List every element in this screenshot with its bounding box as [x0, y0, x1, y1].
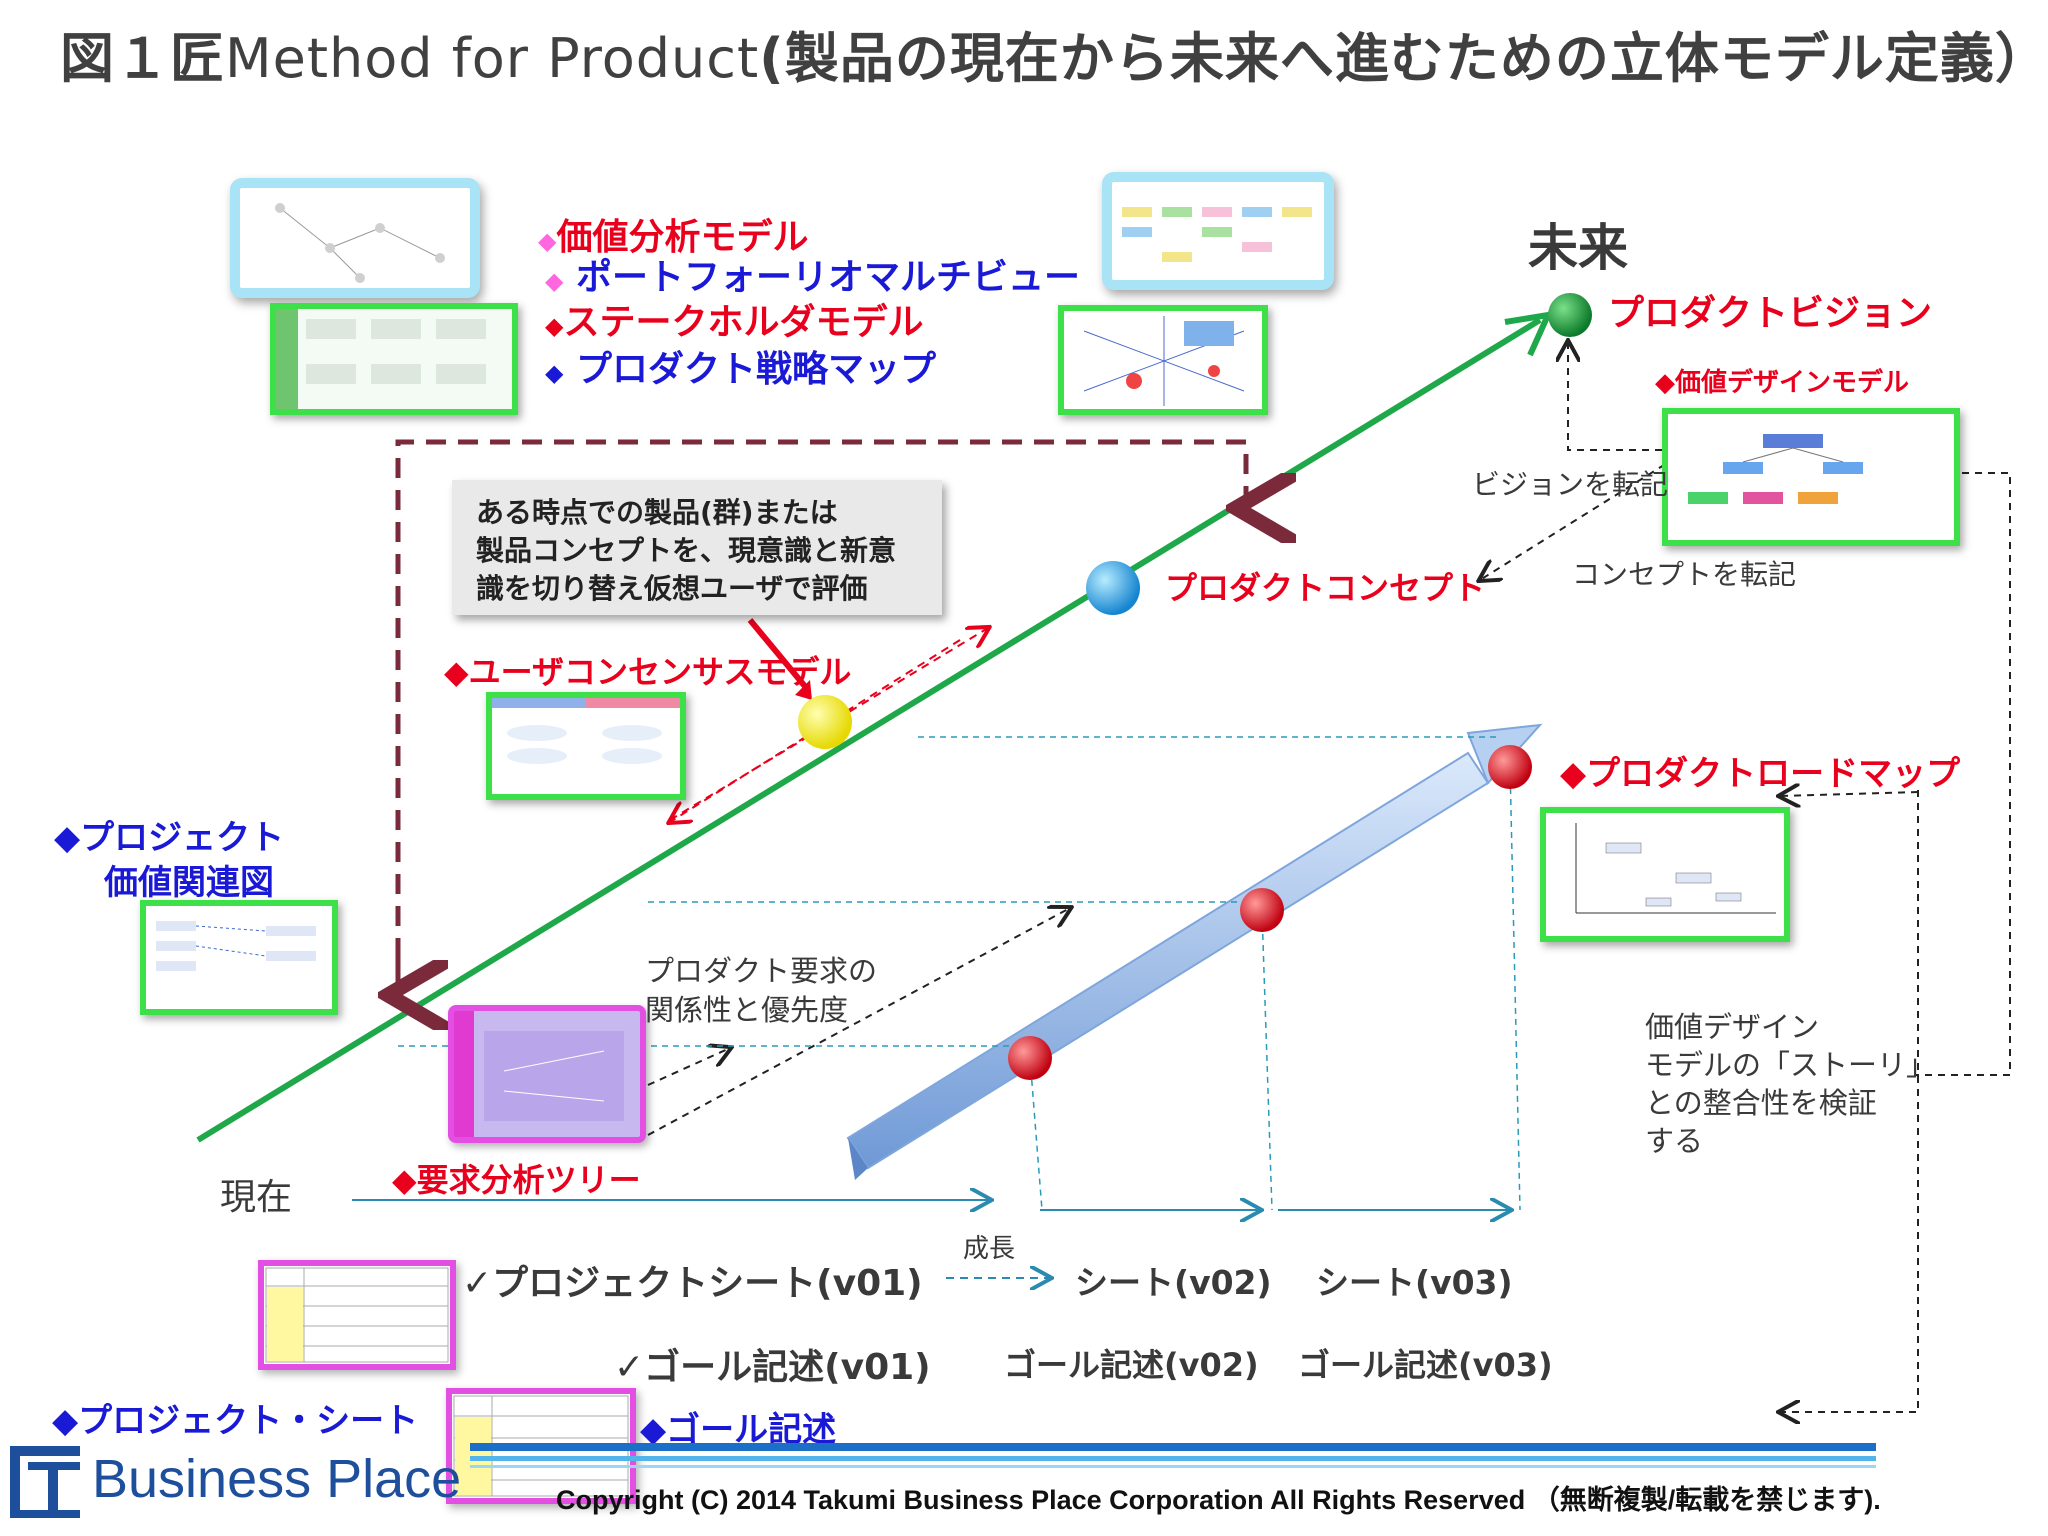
growth-label: 成長 — [963, 1234, 1016, 1264]
roadmap-thumbnail — [1540, 807, 1790, 942]
strategy-map-label: ◆ プロダクト戦略マップ — [545, 349, 937, 390]
footer-bar — [470, 1465, 1876, 1468]
dashed-feedback-loop — [398, 439, 1246, 995]
title-rest: (製品の現在から未来へ進むための立体モデル定義） — [759, 27, 2048, 90]
project-sheet-v01: ✓プロジェクトシート(v01) — [462, 1263, 923, 1304]
product-roadmap-label: ◆プロダクトロードマップ — [1560, 754, 1961, 794]
stakeholder-label: ◆ステークホルダモデル — [545, 302, 924, 343]
requirement-relation-label-1: プロダクト要求の — [645, 954, 878, 988]
user-consensus-callout: ある時点での製品(群)または 製品コンセプトを、現意識と新意 識を切り替え仮想ユ… — [452, 480, 942, 615]
callout-line-2: 製品コンセプトを、現意識と新意 — [476, 534, 897, 567]
user-consensus-label: ◆ユーザコンセンサスモデル — [444, 653, 852, 691]
req-arrow-2 — [647, 908, 1070, 1136]
portfolio-thumbnail — [1102, 172, 1334, 290]
product-concept-label: プロダクトコンセプト — [1165, 569, 1486, 607]
roadmap-sphere-3 — [1488, 745, 1532, 789]
callout-line-1: ある時点での製品(群)または — [476, 496, 838, 529]
value-design-thumbnail — [1662, 408, 1960, 546]
page-title: 図１匠Method for Product(製品の現在から未来へ進むための立体モ… — [60, 14, 2048, 93]
project-value-map-label-2: 価値関連図 — [104, 863, 274, 903]
level-guides — [398, 736, 1521, 1211]
stakeholder-thumbnail — [270, 303, 518, 415]
footer-bar — [470, 1443, 1876, 1451]
goal-v03: ゴール記述(v03) — [1298, 1346, 1553, 1384]
project-sheet-thumbnail — [258, 1260, 456, 1370]
sheet-v02: シート(v02) — [1075, 1263, 1272, 1302]
title-prefix: 図１匠 — [60, 27, 225, 90]
roadmap-sphere-1 — [1008, 1036, 1052, 1080]
project-value-map-thumbnail — [140, 900, 338, 1015]
strategy-map-thumbnail — [1058, 305, 1268, 415]
logo-text: Business Place — [92, 1449, 462, 1509]
story-check-line-4: する — [1645, 1124, 1704, 1158]
callout-pointer — [747, 618, 811, 692]
blue-roadmap-arrow — [846, 723, 1543, 1180]
vision-transcribe-arrow — [1568, 342, 1675, 451]
story-check-label: 価値デザイン モデルの「ストーリ」 との整合性を検証 する — [1645, 1008, 1935, 1160]
company-logo: Business Place — [4, 1440, 474, 1524]
value-design-label: ◆価値デザインモデル — [1655, 368, 1909, 398]
copyright-text: Copyright (C) 2014 Takumi Business Place… — [556, 1485, 1881, 1515]
story-check-line-1: 価値デザイン — [1645, 1010, 1820, 1044]
footer-bar — [470, 1456, 1876, 1461]
roadmap-feedback-arrow — [1780, 792, 1919, 796]
value-analysis-label: ◆価値分析モデル — [538, 217, 809, 258]
story-check-line-3: との整合性を検証 — [1645, 1086, 1877, 1120]
roadmap-sphere-2 — [1240, 888, 1284, 932]
sheet-v03: シート(v03) — [1316, 1263, 1513, 1302]
logo-mark-icon — [10, 1446, 80, 1518]
concept-transcribe-label: コンセプトを転記 — [1572, 558, 1797, 591]
future-label: 未来 — [1528, 219, 1628, 277]
concept-sphere — [1086, 561, 1140, 615]
project-sheet-label: ◆プロジェクト・シート — [52, 1401, 419, 1441]
value-analysis-thumbnail — [230, 178, 480, 298]
vision-transcribe-label: ビジョンを転記 — [1472, 468, 1669, 501]
diamond-icon: ◆ — [545, 359, 564, 387]
diamond-icon: ◆ — [545, 267, 564, 295]
requirement-tree-label: ◆要求分析ツリー — [392, 1161, 641, 1199]
portfolio-label: ◆ ポートフォーリオマルチビュー — [545, 257, 1081, 298]
user-consensus-sphere — [798, 695, 852, 749]
user-consensus-thumbnail — [486, 692, 686, 800]
diamond-icon: ◆ — [538, 227, 557, 255]
goal-v02: ゴール記述(v02) — [1004, 1346, 1259, 1384]
goal-v01: ✓ゴール記述(v01) — [614, 1347, 931, 1388]
callout-line-3: 識を切り替え仮想ユーザで評価 — [476, 572, 868, 605]
vision-sphere — [1548, 293, 1592, 337]
project-value-map-label-1: ◆プロジェクト — [54, 818, 285, 858]
story-check-line-2: モデルの「ストーリ」 — [1645, 1048, 1936, 1082]
requirement-relation-label-2: 関係性と優先度 — [645, 993, 849, 1027]
requirement-tree-thumbnail — [448, 1005, 646, 1143]
req-arrow-1 — [647, 1048, 730, 1086]
title-latin: Method for Product — [225, 27, 760, 90]
product-vision-label: プロダクトビジョン — [1608, 293, 1933, 334]
diamond-icon: ◆ — [545, 312, 564, 340]
concept-transcribe-arrow — [1480, 429, 1721, 580]
present-label: 現在 — [220, 1177, 293, 1218]
